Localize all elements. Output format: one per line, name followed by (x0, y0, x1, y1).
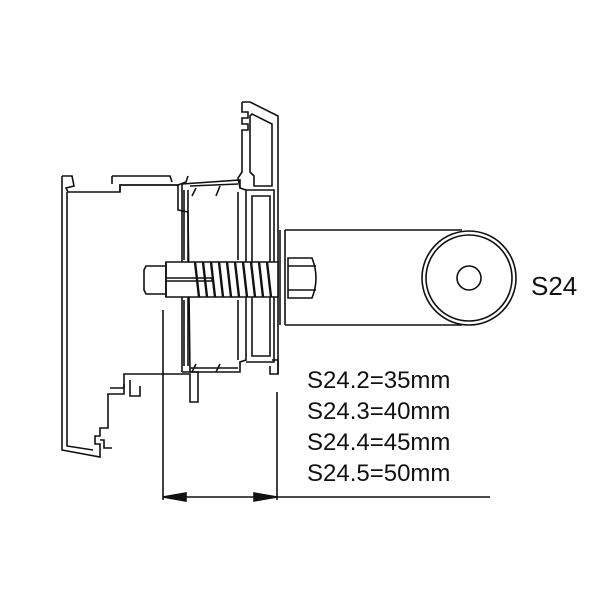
size-variant-50mm: S24.5=50mm (307, 460, 451, 487)
size-variant-40mm: S24.3=40mm (307, 398, 451, 425)
outer-frame-profile (61, 175, 199, 458)
dimension-line (162, 492, 490, 502)
frame-lines (162, 190, 278, 500)
round-knob (421, 230, 517, 326)
size-variants-list: S24.2=35mm S24.3=40mm S24.4=45mm S24.5=5… (307, 369, 450, 493)
threaded-screw (143, 261, 279, 298)
hex-nut (287, 257, 317, 299)
sash-profile (181, 101, 279, 375)
model-label: S24 (531, 271, 578, 301)
size-variant-35mm: S24.2=35mm (307, 367, 451, 394)
size-variant-45mm: S24.4=45mm (307, 429, 451, 456)
handle-arm (279, 229, 462, 326)
